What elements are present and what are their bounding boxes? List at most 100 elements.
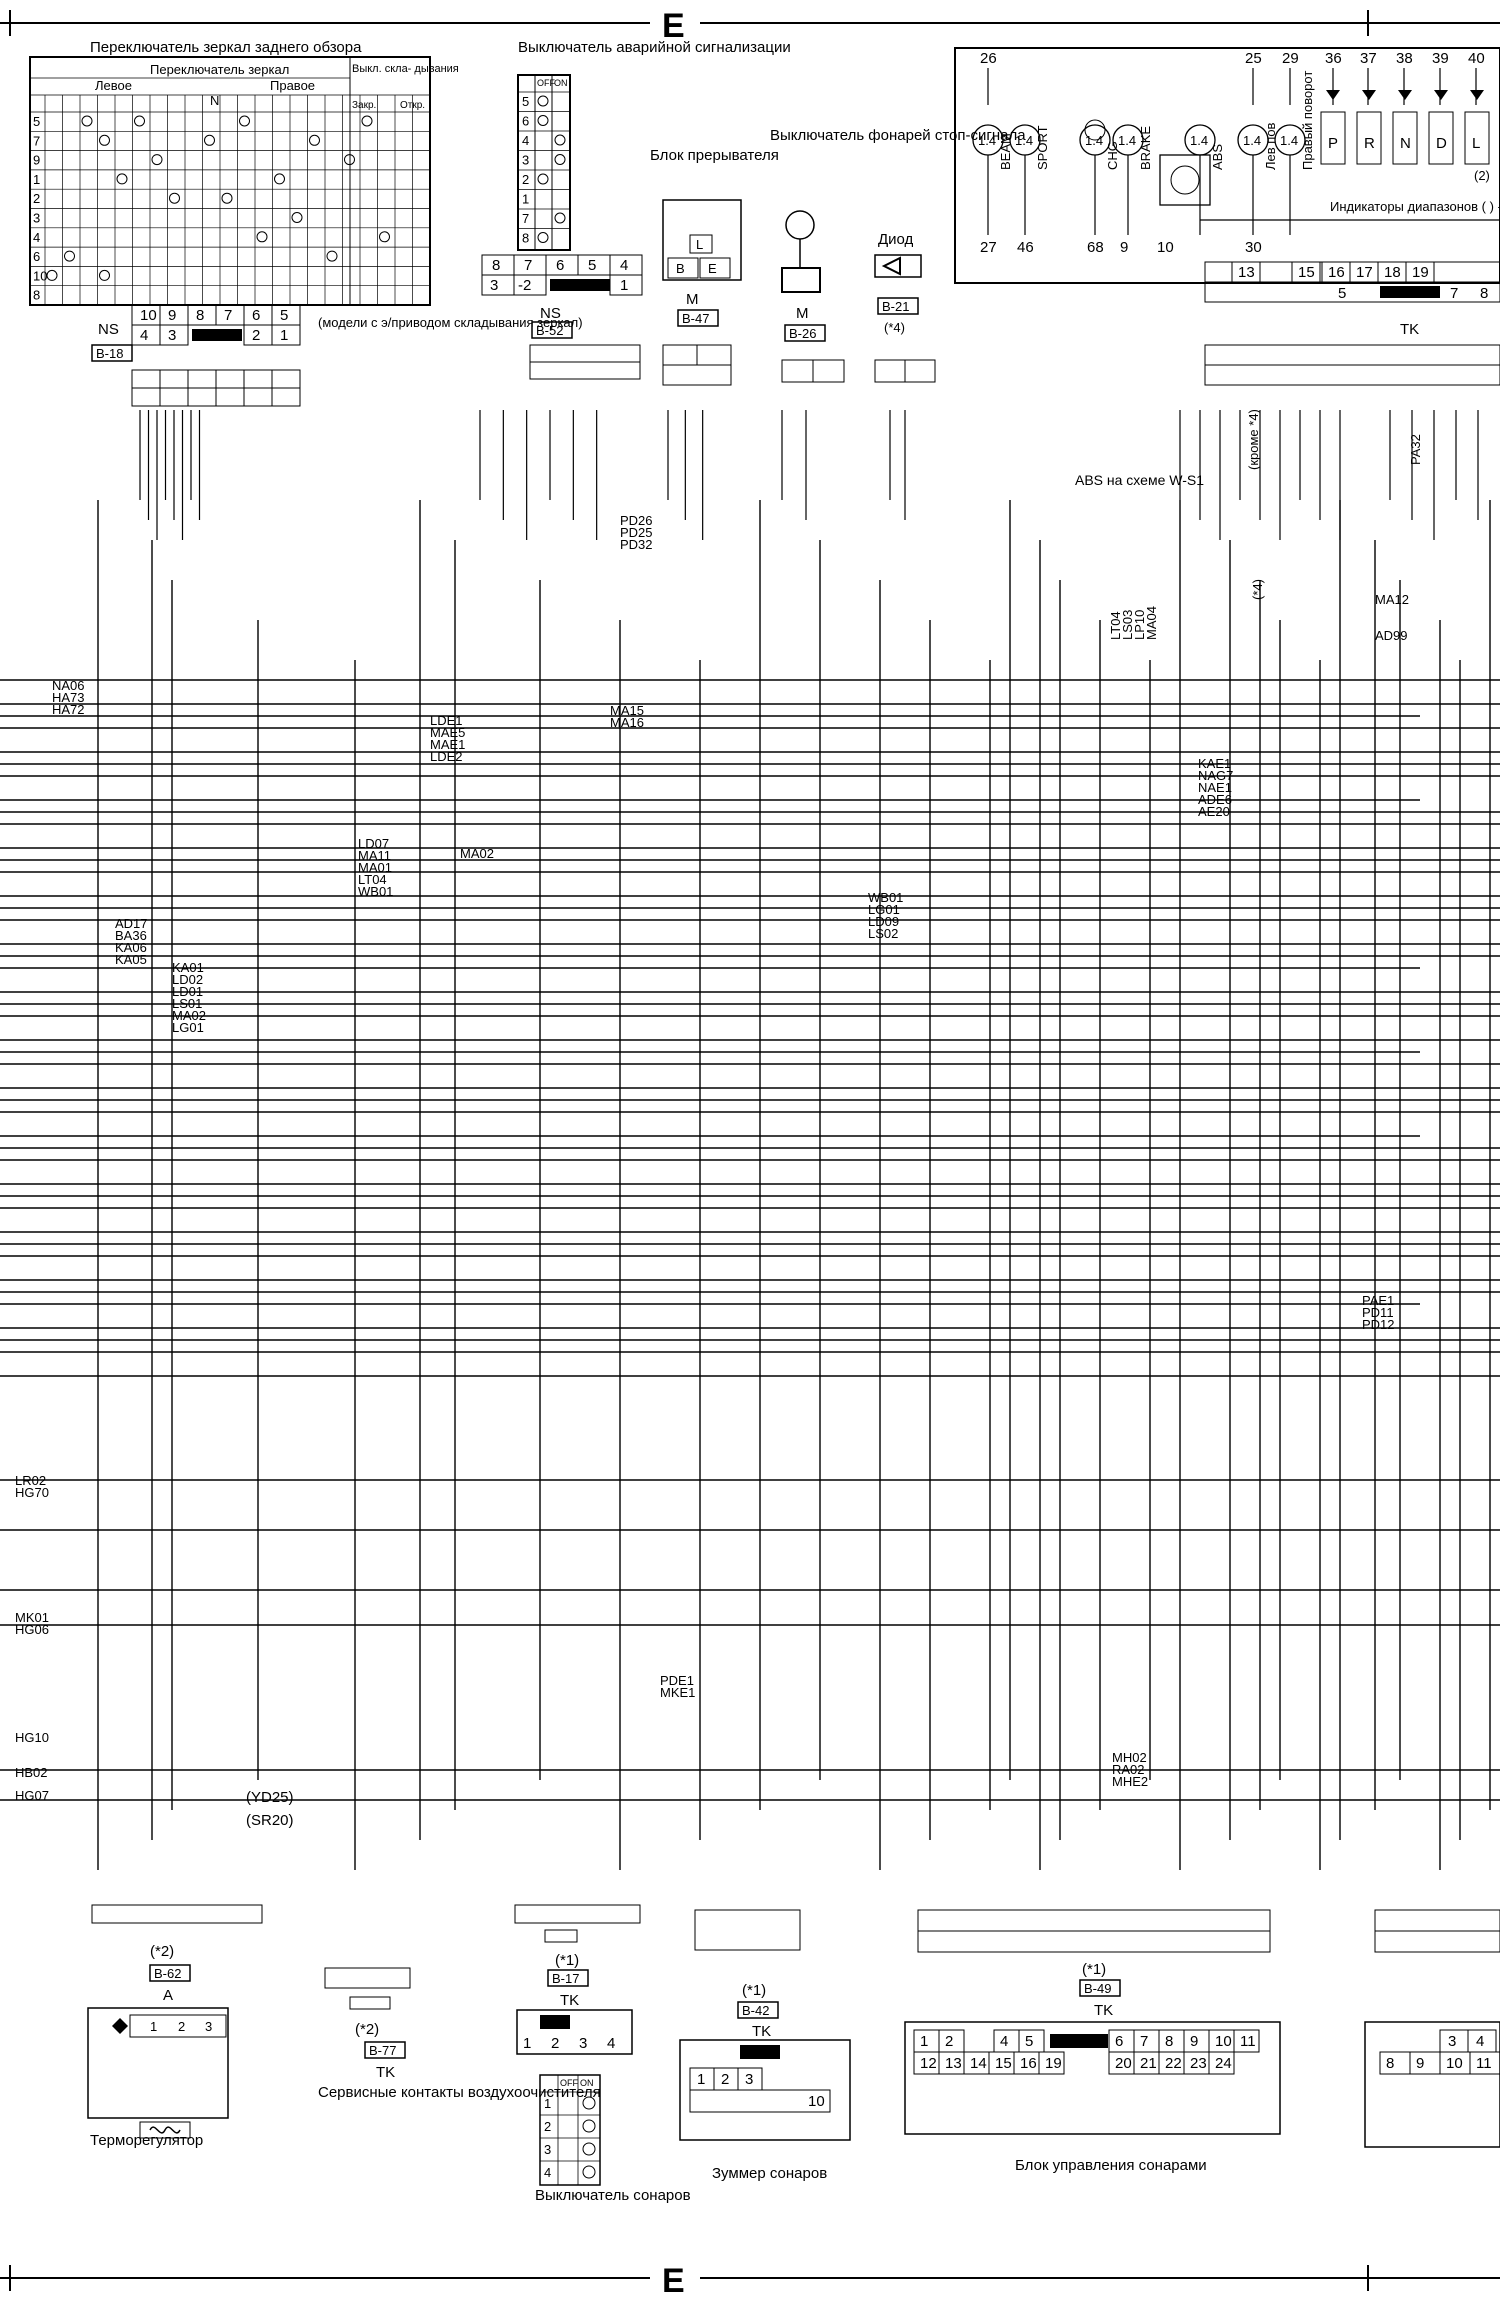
indicator-box-D: [1428, 111, 1454, 165]
mirror-row-6: 6: [33, 249, 40, 264]
pin-box: [1469, 2051, 1500, 2075]
contact-1: [99, 134, 110, 146]
bus-lr-HG70: HG70: [15, 1485, 49, 1500]
meter-lamp-label-1: SPORT: [1035, 125, 1050, 170]
sonar-unit-pin-21: 21: [1140, 2055, 1157, 2072]
mirror-pin-5: 5: [280, 307, 288, 324]
indicator-P: P: [1328, 135, 1338, 152]
meter-pin-36: 36: [1325, 50, 1342, 67]
hazard-row-6: 6: [522, 114, 529, 129]
hazard-connector-type: NS: [540, 305, 561, 322]
sheet-marker-bottom: E: [662, 2262, 685, 2300]
diode: Диод B-21 (*4): [874, 231, 936, 383]
meter-lamp-label-6: Правый поворот: [1300, 71, 1315, 170]
contact-13: [291, 212, 303, 223]
bus-ad-BA36: BA36: [115, 928, 147, 943]
hazard-contact-2: [554, 134, 566, 146]
mirror-pin-2: 2: [252, 327, 260, 344]
meter-abs-gauge: [1170, 165, 1200, 195]
service-note: (*2): [355, 2021, 379, 2038]
meter-conn-pin-19: 19: [1412, 264, 1429, 281]
pin-box: [159, 324, 189, 346]
contact-9: [361, 115, 373, 127]
meter-bottom-pin-46: 46: [1017, 239, 1034, 256]
pin-box: [1038, 2051, 1065, 2075]
hazard-on-label: ON: [554, 78, 568, 88]
sonar-unit-connector-type: TK: [1094, 2002, 1113, 2019]
sonar-unit-pin-7: 7: [1140, 2033, 1148, 2050]
bus-wb-WB01: WB01: [868, 890, 903, 905]
meter-conn-pin-17: 17: [1356, 264, 1373, 281]
mirror-pin-10: 10: [140, 307, 157, 324]
bus-ka-right-NAE1: NAE1: [1198, 780, 1232, 795]
diode-note: (*4): [884, 320, 905, 335]
meter-pin-37: 37: [1360, 50, 1377, 67]
engine-sr20: (SR20): [246, 1812, 294, 1829]
bus-pd-PD32: PD32: [620, 537, 653, 552]
bus-ka-KA01: KA01: [172, 960, 204, 975]
bus-ma02-WB01: WB01: [358, 884, 393, 899]
mirror-pin-block: [192, 329, 242, 341]
vertical-wire-runs: [97, 500, 1491, 1870]
sonar-unit-pin-9: 9: [1190, 2033, 1198, 2050]
mirror-fold-switch-label: Выкл. скла- дывания: [352, 63, 459, 75]
bus-ld-MAE5: MAE5: [430, 725, 465, 740]
bus-ka-LD02: LD02: [172, 972, 203, 987]
hazard-off-label: OFF: [537, 78, 555, 88]
sonar-unit-pin-1: 1: [920, 2033, 928, 2050]
mirror-pin-3: 3: [168, 327, 176, 344]
bus-ka-LD01: LD01: [172, 984, 203, 999]
sonar-switch-off: OFF: [560, 2078, 578, 2088]
sonar-switch-row-4: 4: [544, 2165, 551, 2180]
buzzer-pin-1: 1: [697, 2071, 705, 2088]
right-pin-10: 10: [1446, 2055, 1463, 2072]
sonar-buzzer-note: (*1): [742, 1982, 766, 1999]
engine-yd25: (YD25): [246, 1789, 294, 1806]
bus-mh-RA02: RA02: [1112, 1762, 1145, 1777]
pin-box: [689, 2089, 831, 2113]
sonar-switch-pin-4: 4: [607, 2035, 615, 2052]
bus-left-NA06: NA06: [52, 678, 85, 693]
contact-17: [256, 231, 268, 243]
right-pin-4: 4: [1476, 2033, 1484, 2050]
bus-ma02-MA01: MA01: [358, 860, 392, 875]
pin-box: [159, 369, 189, 389]
meter-pin-26: 26: [980, 50, 997, 67]
sonar-switch-connector-type: TK: [560, 1992, 579, 2009]
sonar-unit-note: (*1): [1082, 1961, 1106, 1978]
mirror-row-4: 4: [33, 230, 40, 245]
service-contacts: (*2) B-77 TK Сервисные контакты воздухоо…: [318, 1967, 601, 2101]
hazard-row-5: 5: [522, 94, 529, 109]
bus-ad-AD17: AD17: [115, 916, 148, 931]
meter-note-2: (2): [1474, 168, 1490, 183]
bus-ka-right-KAE1: KAE1: [1198, 756, 1231, 771]
pin-box: [1379, 2051, 1411, 2075]
contact-3: [151, 154, 163, 166]
right-pin-11: 11: [1476, 2055, 1492, 2072]
meter-lamp-rating-1: 1.4: [1015, 133, 1033, 148]
meter-lamp-rating-2: 1.4: [1085, 133, 1103, 148]
mirror-pin-1: 1: [280, 327, 288, 344]
sonar-switch-contact-3: [582, 2142, 596, 2156]
indicator-led-P: [1326, 90, 1340, 100]
sheet-marker-top: E: [662, 7, 685, 45]
contact-6: [274, 173, 285, 185]
meter-conn-pin-5: 5: [1338, 285, 1346, 302]
stop-lamp-switch: Выключатель фонарей стоп-сигнала M B-26: [770, 127, 1026, 383]
mirror-model-note: (модели с э/приводом складывания зеркал): [318, 315, 583, 330]
stop-lamp-connector-id: B-26: [789, 326, 816, 341]
bus-pae-PD12: PD12: [1362, 1317, 1395, 1332]
pin-box: [215, 369, 245, 389]
bus-labels: NA06HA73HA72LDE1MAE5MAE1LDE2MA15MA16PD26…: [15, 513, 1409, 1803]
hazard-pin-1: 1: [620, 277, 628, 294]
indicator-led-L: [1470, 90, 1484, 100]
mirror-switch-header: Переключатель зеркал: [150, 62, 289, 77]
flasher-connector-type: M: [686, 291, 699, 308]
pin-box: [243, 387, 273, 407]
